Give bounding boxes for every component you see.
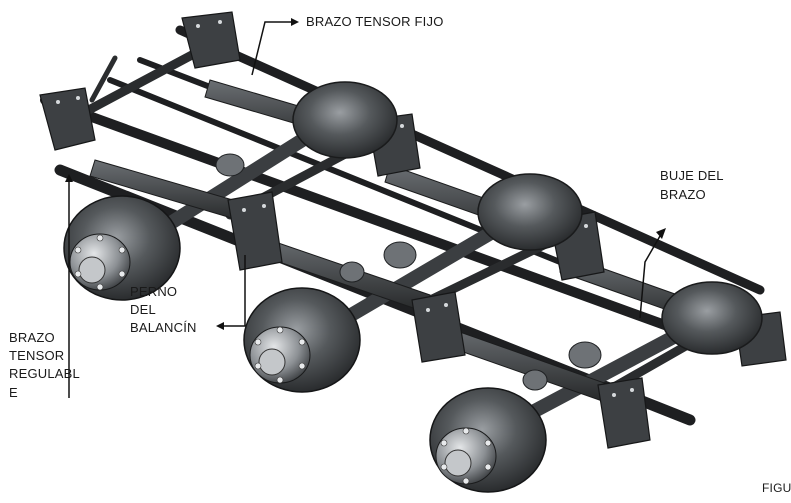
brake-chambers	[215, 153, 602, 391]
label-equalizer-pin-line1: PERNO	[130, 284, 178, 299]
rear-drums	[292, 81, 763, 355]
label-adjustable-arm-line4: E	[9, 385, 18, 400]
arrow-arm-bushing-icon	[656, 228, 666, 239]
label-arm-bushing-line2: BRAZO	[660, 187, 706, 202]
label-adjustable-arm-line1: BRAZO	[9, 330, 55, 345]
leader-arm-bushing	[639, 235, 661, 319]
label-equalizer-pin-line3: BALANCÍN	[130, 320, 197, 335]
arrow-equalizer-pin-icon	[216, 322, 224, 330]
arrow-fixed-arm-icon	[291, 18, 299, 26]
lug-nuts	[74, 234, 492, 485]
label-adjustable-arm-line2: TENSOR	[9, 348, 65, 363]
label-arm-bushing-line1: BUJE DEL	[660, 168, 724, 183]
arrow-heads	[65, 18, 666, 330]
arrow-adjustable-arm-icon	[65, 174, 73, 182]
adjustment-rod	[89, 55, 118, 103]
label-fixed-torque-arm: BRAZO TENSOR FIJO	[306, 14, 444, 29]
leader-fixed-arm	[251, 21, 292, 76]
figure-tag: FIGU	[762, 481, 791, 495]
label-equalizer-pin-line2: DEL	[130, 302, 156, 317]
leader-equalizer-pin	[223, 255, 246, 327]
leader-lines	[68, 21, 661, 398]
label-adjustable-arm-line3: REGULABL	[9, 366, 80, 381]
